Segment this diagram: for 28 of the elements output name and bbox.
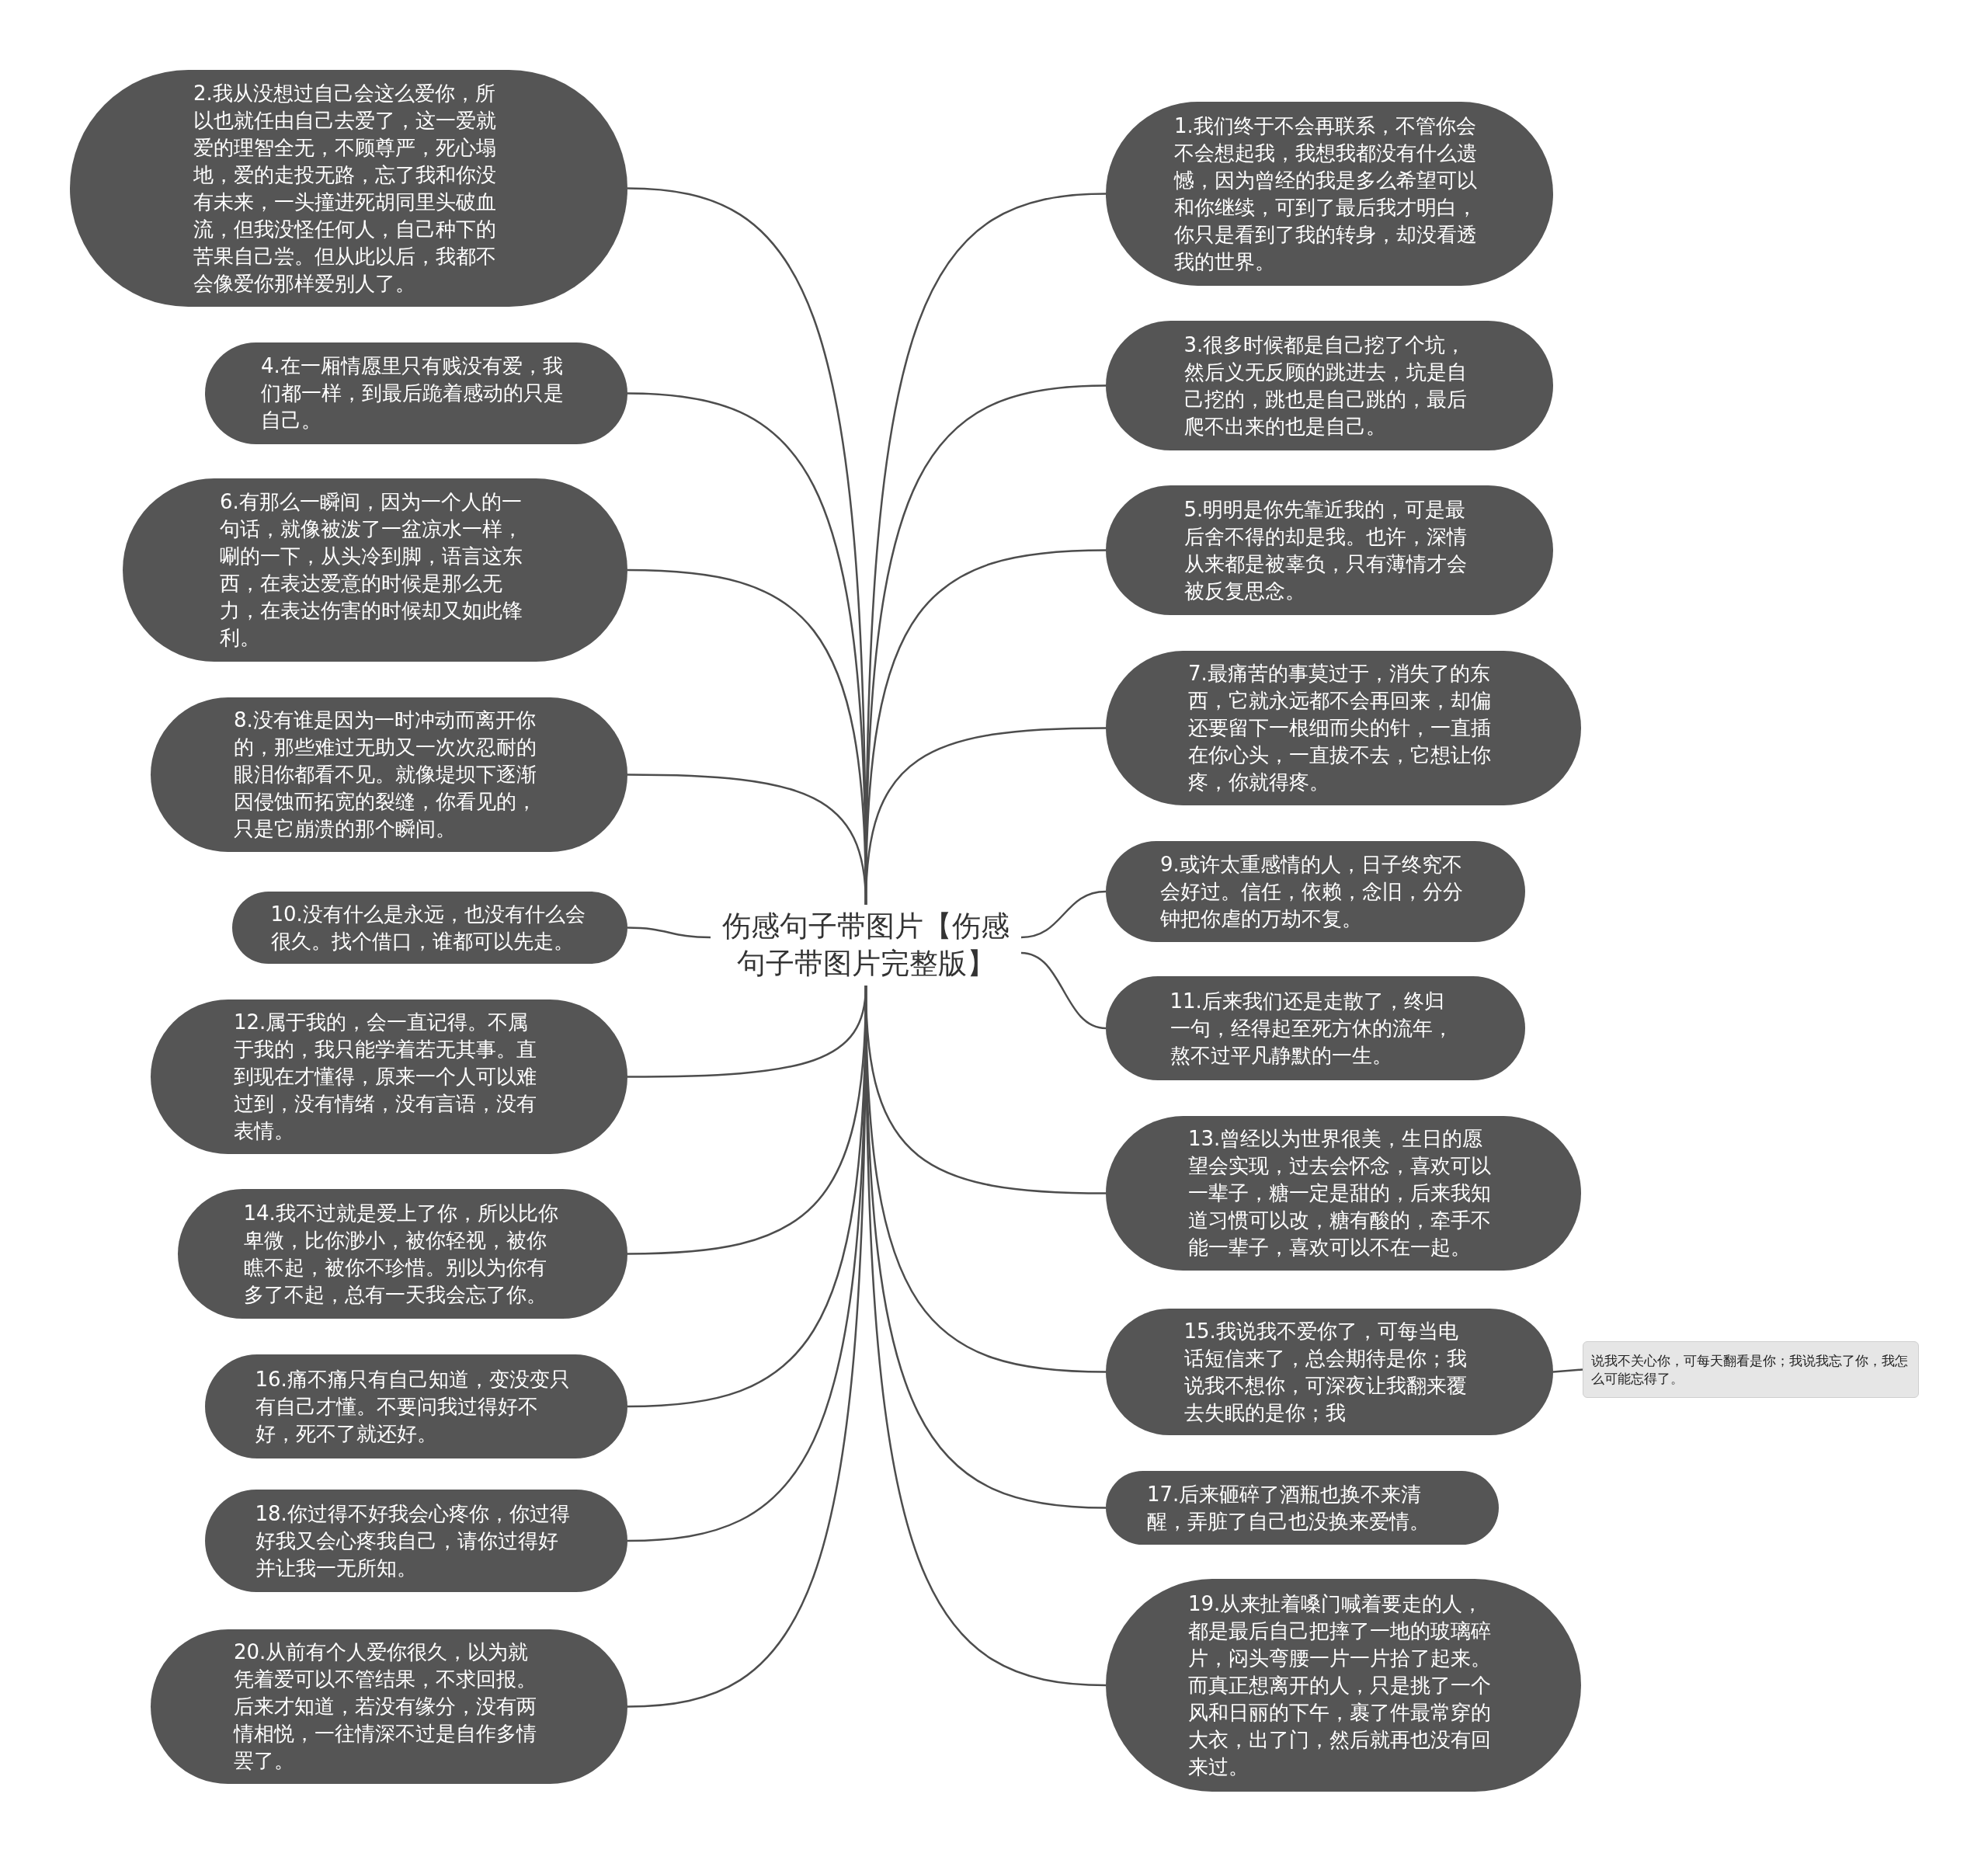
sentence-pill: 3.很多时候都是自己挖了个坑，然后义无反顾的跳进去，坑是自己挖的，跳也是自己跳的，最后爬不出来的也是自己。 xyxy=(1106,321,1553,450)
sentence-pill: 12.属于我的，会一直记得。不属于我的，我只能学着若无其事。直到现在才懂得，原来一个人可以难过到，没有情绪，没有言语，没有表情。 xyxy=(151,1000,627,1154)
sentence-pill: 18.你过得不好我会心疼你，你过得好我又会心疼我自己，请你过得好并让我一无所知。 xyxy=(205,1490,627,1592)
sentence-pill: 16.痛不痛只有自己知道，变没变只有自己才懂。不要问我过得好不好，死不了就还好。 xyxy=(205,1354,627,1458)
connector xyxy=(1552,1368,1583,1373)
sentence-pill: 17.后来砸碎了酒瓶也换不来清醒，弄脏了自己也没换来爱情。 xyxy=(1106,1471,1499,1545)
connector xyxy=(627,986,867,1708)
sentence-pill: 19.从来扯着嗓门喊着要走的人，都是最后自己把摔了一地的玻璃碎片，闷头弯腰一片一片拾了起来。而真正想离开的人，只是挑了一个风和日丽的下午，裹了件最常穿的大衣，出了门，然后就再也没有回来过。 xyxy=(1106,1579,1581,1792)
sentence-pill: 1.我们终于不会再联系，不管你会不会想起我，我想我都没有什么遗憾，因为曾经的我是多么希望可以和你继续，可到了最后我才明白，你只是看到了我的转身，却没看透我的世界。 xyxy=(1106,102,1553,286)
sentence-pill: 13.曾经以为世界很美，生日的愿望会实现，过去会怀念，喜欢可以一辈子，糖一定是甜的，后来我知道习惯可以改，糖有酸的，牵手不能一辈子，喜欢可以不在一起。 xyxy=(1106,1116,1581,1271)
connector xyxy=(1020,951,1107,1030)
sentence-pill: 6.有那么一瞬间，因为一个人的一句话，就像被泼了一盆凉水一样，唰的一下，从头冷到脚，语言这东西，在表达爱意的时候是那么无力，在表达伤害的时候却又如此锋利。 xyxy=(123,478,627,662)
connector xyxy=(627,774,867,906)
sentence-pill: 4.在一厢情愿里只有贱没有爱，我们都一样，到最后跪着感动的只是自己。 xyxy=(205,342,627,444)
connector xyxy=(1020,890,1107,939)
sentence-pill: 11.后来我们还是走散了，终归一句，经得起至死方休的流年，熬不过平凡静默的一生。 xyxy=(1106,976,1525,1080)
sentence-pill: 2.我从没想过自己会这么爱你，所以也就任由自己去爱了，这一爱就爱的理智全无，不顾尊严，死心塌地，爱的走投无路，忘了我和你没有未来，一头撞进死胡同里头破血流，但我没怪任何人，自己种下的苦果自己尝。但从此以后，我都不会像爱你那样爱别人了。 xyxy=(70,70,627,307)
central-topic: 伤感句子带图片【伤感句子带图片完整版】 xyxy=(711,905,1021,986)
note-box: 说我不关心你，可每天翻看是你；我说我忘了你，我怎么可能忘得了。 xyxy=(1583,1341,1919,1398)
sentence-pill: 8.没有谁是因为一时冲动而离开你的，那些难过无助又一次次忍耐的眼泪你都看不见。就像堤坝下逐渐因侵蚀而拓宽的裂缝，你看见的，只是它崩溃的那个瞬间。 xyxy=(151,697,627,852)
connector xyxy=(627,927,711,939)
sentence-pill: 20.从前有个人爱你很久，以为就凭着爱可以不管结果，不求回报。后来才知道，若没有缘分，没有两情相悦，一往情深不过是自作多情罢了。 xyxy=(151,1629,627,1784)
sentence-pill: 9.或许太重感情的人，日子终究不会好过。信任，依赖，念旧，分分钟把你虐的万劫不复。 xyxy=(1106,841,1525,942)
sentence-pill: 5.明明是你先靠近我的，可是最后舍不得的却是我。也许，深情从来都是被辜负，只有薄情才会被反复思念。 xyxy=(1106,485,1553,615)
sentence-pill: 7.最痛苦的事莫过于，消失了的东西，它就永远都不会再回来，却偏还要留下一根细而尖的针，一直插在你心头，一直拔不去，它想让你疼，你就得疼。 xyxy=(1106,651,1581,805)
sentence-pill: 15.我说我不爱你了，可每当电话短信来了，总会期待是你；我说我不想你，可深夜让我翻来覆去失眠的是你；我 xyxy=(1106,1309,1553,1435)
sentence-pill: 10.没有什么是永远，也没有什么会很久。找个借口，谁都可以先走。 xyxy=(232,892,627,964)
sentence-pill: 14.我不过就是爱上了你，所以比你卑微，比你渺小，被你轻视，被你瞧不起，被你不珍惜。别以为你有多了不起，总有一天我会忘了你。 xyxy=(178,1189,627,1319)
